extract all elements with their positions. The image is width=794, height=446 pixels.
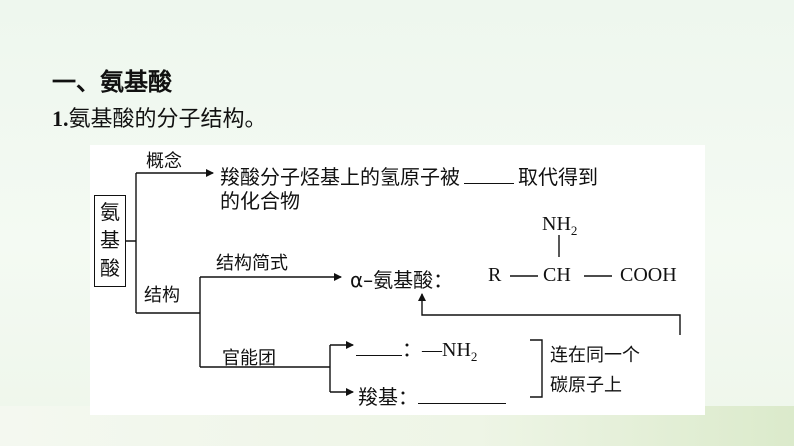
functional-label: 官能团 [222, 348, 276, 369]
concept-answer-blank [464, 183, 514, 184]
note-line1: 连在同一个 [550, 345, 640, 366]
subsection-heading: 1.氨基酸的分子结构。 [52, 101, 267, 133]
amino-answer-blank [356, 355, 402, 356]
concept-text-line2: 的化合物 [220, 189, 300, 213]
formula-label: 结构简式 [216, 253, 288, 274]
subsection-number: 1. [52, 106, 69, 131]
amino-formula-subscript: 2 [470, 349, 478, 364]
subsection-title: 氨基酸的分子结构。 [68, 107, 267, 132]
note-bracket [530, 339, 543, 398]
diagram-connectors [126, 169, 681, 398]
structure-label: 结构 [144, 285, 180, 306]
formula-name: α–氨基酸： [350, 268, 454, 292]
root-box: 氨 基 酸 [94, 195, 126, 287]
formula-CH: CH [543, 264, 571, 286]
concept-label: 概念 [146, 151, 182, 172]
formula-NH2-text: NH [542, 213, 571, 235]
section-heading: 一、氨基酸 [52, 68, 172, 96]
amino-formula: —NH [422, 339, 471, 361]
root-char: 酸 [100, 256, 120, 280]
carboxyl-answer-blank [418, 403, 506, 404]
amino-group-row: ：—NH2 [356, 333, 477, 365]
amino-acid-concept-diagram: 氨 基 酸 概念 羧酸分子烃基上的氢原子被 取代得到 的化合物 结构 结构简式 α… [90, 145, 705, 415]
root-bracket [126, 173, 137, 313]
concept-text-before: 羧酸分子烃基上的氢原子被 [220, 165, 460, 189]
concept-text-after: 取代得到 [518, 165, 598, 189]
formula-NH2: NH2 [542, 213, 577, 239]
note-feedback-line [418, 293, 681, 335]
carboxyl-label: 羧基： [358, 385, 418, 409]
concept-text-line1: 羧酸分子烃基上的氢原子被 取代得到 [220, 161, 598, 190]
formula-R: R [488, 264, 502, 286]
formula-NH2-subscript: 2 [570, 223, 578, 238]
note-line2: 碳原子上 [550, 375, 622, 396]
root-char: 氨 [100, 200, 120, 224]
amino-separator: ： [402, 337, 422, 361]
carboxyl-group-row: 羧基： [358, 381, 506, 410]
root-char: 基 [100, 228, 120, 252]
formula-COOH: COOH [620, 264, 677, 286]
